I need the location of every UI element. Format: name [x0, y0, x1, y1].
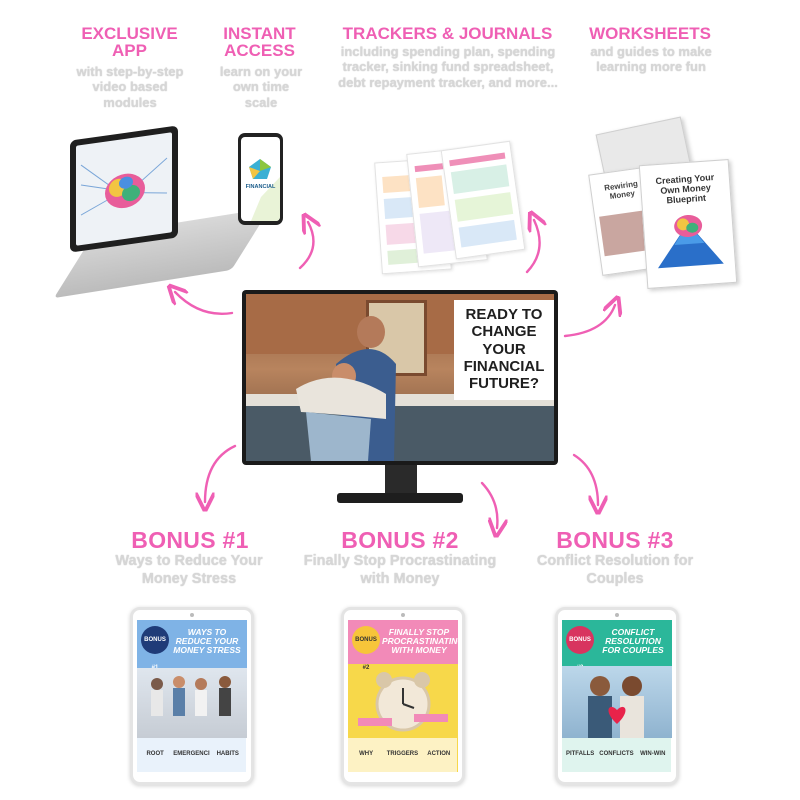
bonus-2-cover-title: FINALLY STOP PROCRASTINATING WITH MONEY [382, 627, 458, 655]
bonus-1-cover-title: WAYS TO REDUCE YOUR MONEY STRESS [173, 627, 241, 655]
bonus-3-tablet: BONUS #3 CONFLICT RESOLUTION FOR COUPLES… [555, 607, 679, 785]
monitor-stand [385, 465, 417, 495]
bonus-1-badge: BONUS #1 [141, 626, 169, 671]
bonus-3-desc: Conflict Resolution for Couples [536, 553, 694, 588]
bonus-1-footer-1: ROOT [146, 751, 164, 757]
phone: FINANCIAL [238, 133, 283, 225]
phone-logo-text: FINANCIAL [245, 184, 276, 190]
bonus-1-footer-2: EMERGENCIES [173, 751, 218, 757]
group-photo [151, 676, 231, 716]
couple-heart-photo [588, 676, 644, 738]
bonus-3-footer-1: PITFALLS [565, 751, 595, 757]
monitor-base [337, 493, 463, 503]
bonus-3-title: BONUS #3 [556, 527, 674, 553]
bonus-3-footer-3: WIN-WIN [640, 751, 666, 757]
bonus-2-footer-3: ACTION [427, 751, 451, 757]
feature-title-app: EXCLUSIVE APP [81, 24, 178, 61]
bonus-2-title: BONUS #2 [341, 527, 459, 553]
alarm-clock-icon [358, 672, 448, 732]
worksheet-book-front: Creating Your Own Money Blueprint [638, 159, 738, 289]
dancing-couple-photo [296, 316, 396, 461]
monitor: READY TO CHANGE YOUR FINANCIAL FUTURE? [242, 290, 558, 465]
laptop-screen [70, 125, 178, 253]
brain-icon [80, 157, 168, 216]
app-logo-icon [249, 159, 280, 221]
monitor-headline-box: READY TO CHANGE YOUR FINANCIAL FUTURE? [454, 300, 554, 400]
bonus-1-desc: Ways to Reduce Your Money Stress [115, 553, 263, 588]
feature-title-access: INSTANT ACCESS [223, 24, 296, 61]
bonus-2-footer-1: WHY [359, 751, 374, 757]
feature-title-worksheets: WORKSHEETS [589, 24, 711, 43]
bonus-2-badge: BONUS #2 [352, 626, 380, 671]
bonus-1-tablet: BONUS #1 WAYS TO REDUCE YOUR MONEY STRES… [130, 607, 254, 785]
bonus-3-badge: BONUS #3 [566, 626, 594, 671]
brain-pyramid-icon [658, 214, 724, 269]
bonus-2-footer-2: TRIGGERS [386, 751, 419, 757]
bonus-2-desc: Finally Stop Procrastinating with Money [303, 553, 497, 588]
feature-desc-worksheets: and guides to make learning more fun [590, 44, 712, 75]
bonus-3-cover-title: CONFLICT RESOLUTION FOR COUPLES [602, 627, 664, 655]
feature-desc-access: learn on your own time scale [219, 64, 303, 110]
feature-desc-trackers: including spending plan, spending tracke… [338, 44, 558, 90]
monitor-headline: READY TO CHANGE YOUR FINANCIAL FUTURE? [463, 306, 545, 392]
feature-desc-app: with step-by-step video based modules [76, 64, 184, 110]
bonus-2-tablet: BONUS #2 FINALLY STOP PROCRASTINATING WI… [341, 607, 465, 785]
monitor-screen: READY TO CHANGE YOUR FINANCIAL FUTURE? [246, 294, 554, 461]
bonus-1-footer-3: HABITS [216, 751, 239, 757]
bonus-1-title: BONUS #1 [131, 527, 249, 553]
bonus-3-footer-2: CONFLICTS [599, 751, 634, 757]
feature-title-trackers: TRACKERS & JOURNALS [342, 24, 553, 43]
